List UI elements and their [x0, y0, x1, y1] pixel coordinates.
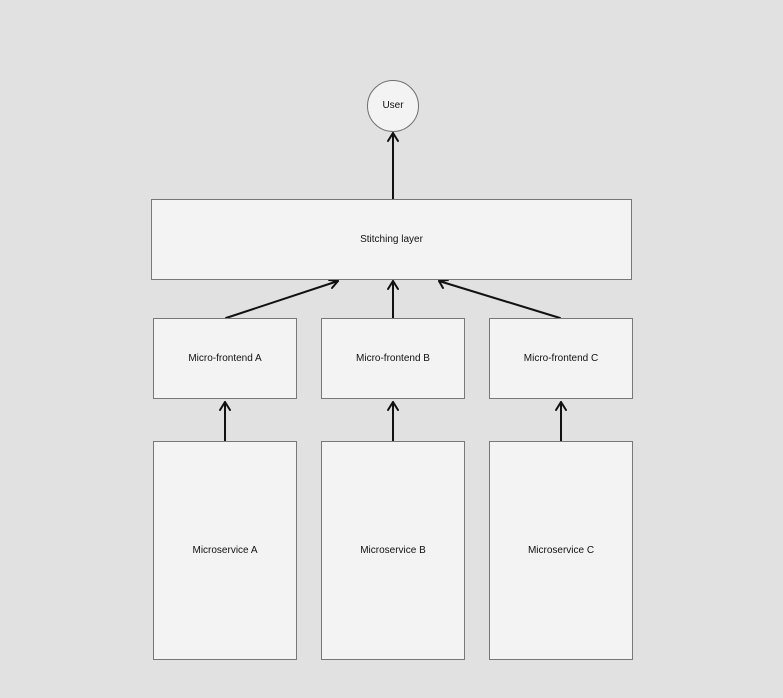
edge-stitching-to-user: [387, 132, 399, 200]
micro-frontend-c-node: Micro-frontend C: [489, 318, 633, 399]
micro-frontend-a-label: Micro-frontend A: [188, 352, 262, 364]
edge-mfe-a-to-stitching: [225, 279, 339, 319]
edge-mfe-b-to-stitching: [387, 280, 399, 319]
user-label: User: [382, 100, 404, 111]
microservice-a-node: Microservice A: [153, 441, 297, 660]
microservice-c-label: Microservice C: [527, 544, 595, 556]
microservice-a-label: Microservice A: [192, 544, 258, 556]
micro-frontend-c-label: Micro-frontend C: [523, 352, 599, 364]
edge-ms-b-to-mfe-b: [387, 401, 399, 442]
edge-mfe-c-to-stitching: [438, 279, 561, 319]
micro-frontend-b-node: Micro-frontend B: [321, 318, 465, 399]
user-node: User: [367, 80, 419, 132]
stitching-layer-node: Stitching layer: [151, 199, 632, 280]
microservice-b-node: Microservice B: [321, 441, 465, 660]
micro-frontend-a-node: Micro-frontend A: [153, 318, 297, 399]
microservice-b-label: Microservice B: [360, 544, 426, 556]
edge-ms-a-to-mfe-a: [219, 401, 231, 442]
microservice-c-node: Microservice C: [489, 441, 633, 660]
micro-frontend-b-label: Micro-frontend B: [356, 352, 430, 364]
stitching-layer-label: Stitching layer: [360, 233, 423, 245]
edge-ms-c-to-mfe-c: [555, 401, 567, 442]
